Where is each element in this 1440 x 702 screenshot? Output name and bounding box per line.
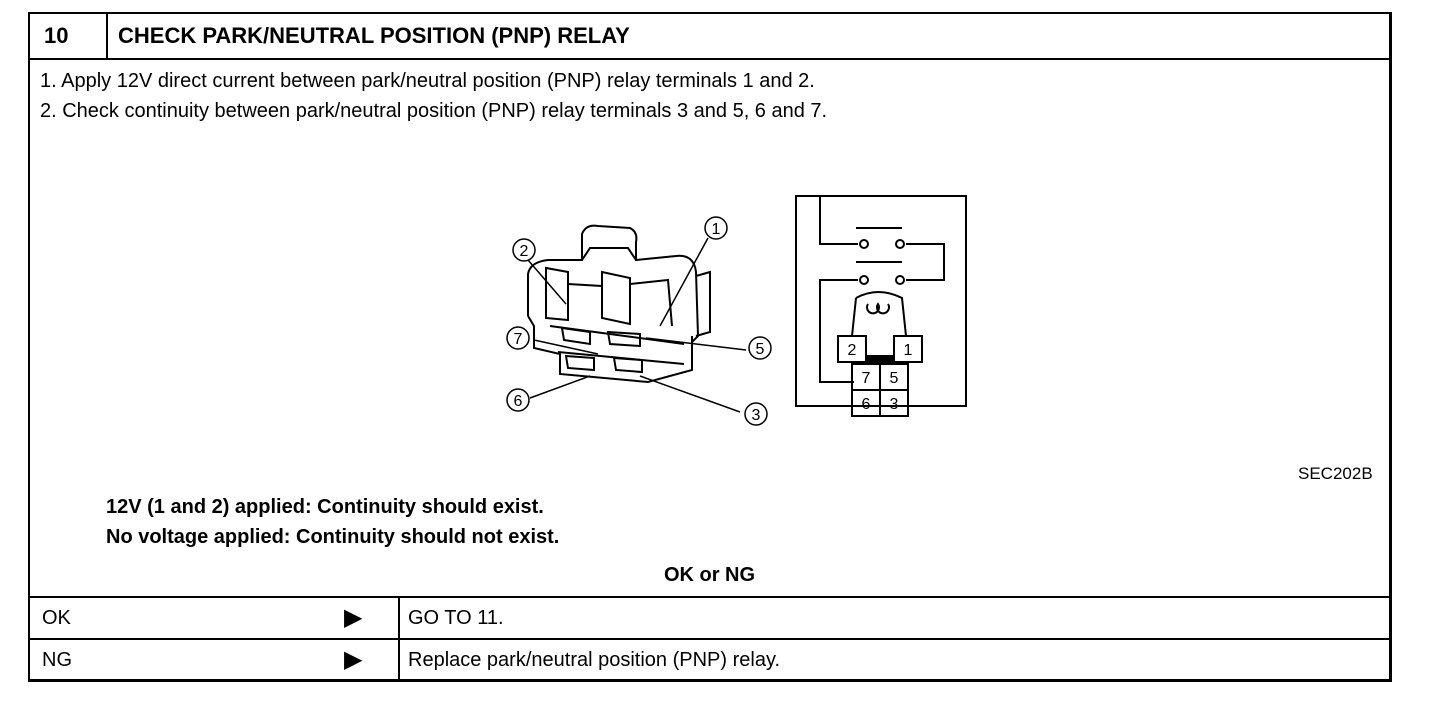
result-row-ok: OK ▶ GO TO 11. — [30, 596, 1389, 638]
arrow-right-icon: ▶ — [344, 646, 363, 673]
terminal-7: 7 — [862, 370, 871, 387]
column-divider — [398, 598, 400, 638]
procedure-title: CHECK PARK/NEUTRAL POSITION (PNP) RELAY — [118, 23, 630, 48]
terminal-3: 3 — [890, 396, 899, 413]
callout-3: 3 — [752, 407, 761, 424]
terminal-1: 1 — [904, 342, 913, 359]
action-ng: Replace park/neutral position (PNP) rela… — [408, 649, 781, 671]
spec-line-2: No voltage applied: Continuity should no… — [106, 526, 560, 548]
instruction-step-1: 1. Apply 12V direct current between park… — [40, 70, 815, 92]
condition-ng: NG — [42, 649, 72, 671]
spec-line-1: 12V (1 and 2) applied: Continuity should… — [106, 496, 544, 518]
result-row-ng: NG ▶ Replace park/neutral position (PNP)… — [30, 638, 1389, 680]
instruction-step-2: 2. Check continuity between park/neutral… — [40, 100, 828, 122]
relay-diagram: 1 2 3 5 6 7 — [506, 195, 967, 426]
procedure-table: 10 CHECK PARK/NEUTRAL POSITION (PNP) REL… — [28, 12, 1392, 682]
callout-5: 5 — [756, 341, 765, 358]
terminal-5: 5 — [890, 370, 899, 387]
callout-2: 2 — [520, 243, 529, 260]
arrow-right-icon: ▶ — [344, 604, 363, 631]
condition-ok: OK — [42, 607, 71, 629]
callout-6: 6 — [514, 393, 523, 410]
terminal-6: 6 — [862, 396, 871, 413]
result-label: OK or NG — [663, 564, 756, 586]
relay-connector-drawing — [527, 224, 711, 384]
action-ok: GO TO 11. — [408, 607, 504, 629]
step-number: 10 — [30, 14, 108, 58]
relay-schematic — [795, 195, 967, 417]
terminal-2: 2 — [848, 342, 857, 359]
callout-1: 1 — [712, 221, 721, 238]
procedure-header: 10 CHECK PARK/NEUTRAL POSITION (PNP) REL… — [30, 14, 1389, 60]
callout-7: 7 — [514, 331, 523, 348]
column-divider — [398, 640, 400, 680]
figure-id: SEC202B — [1298, 464, 1373, 483]
